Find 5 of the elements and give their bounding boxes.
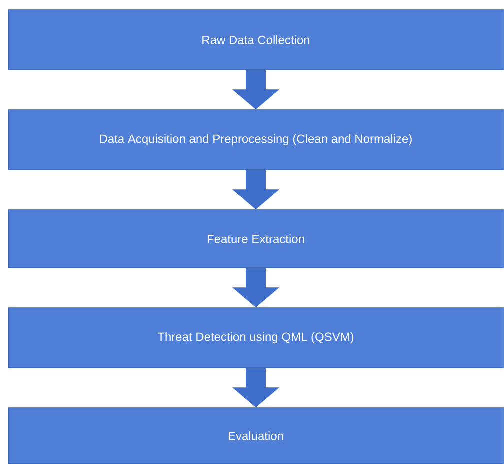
process-box: Threat Detection using QML (QSVM) bbox=[8, 308, 504, 368]
process-box: Evaluation bbox=[8, 408, 504, 464]
process-box: Feature Extraction bbox=[8, 210, 504, 268]
process-box: Data Acquisition and Preprocessing (Clean and Normalize) bbox=[8, 110, 504, 170]
process-box: Raw Data Collection bbox=[8, 10, 504, 70]
